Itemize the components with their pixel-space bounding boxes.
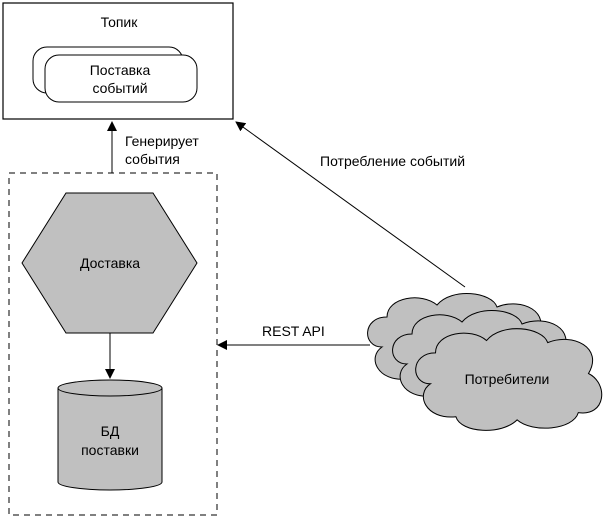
consume-events-label: Потребление событий	[320, 153, 465, 169]
generate-events-label-2: события	[125, 151, 180, 167]
rest-api-label: REST API	[262, 323, 325, 339]
delivery-database	[57, 379, 163, 491]
delivery-service-label: Доставка	[80, 255, 140, 271]
consumers	[367, 292, 603, 431]
db-label-1: БД	[101, 423, 120, 439]
consumers-label: Потребители	[465, 371, 550, 387]
topic-title: Топик	[101, 14, 139, 30]
consume-events-arrow	[235, 121, 466, 288]
generate-events-label-1: Генерирует	[125, 133, 199, 149]
delivery-service	[21, 192, 198, 334]
event-stream-label-1: Поставка	[90, 62, 151, 78]
event-stream-label-2: событий	[92, 80, 147, 96]
db-label-2: поставки	[81, 442, 139, 458]
event-stream	[44, 54, 198, 103]
